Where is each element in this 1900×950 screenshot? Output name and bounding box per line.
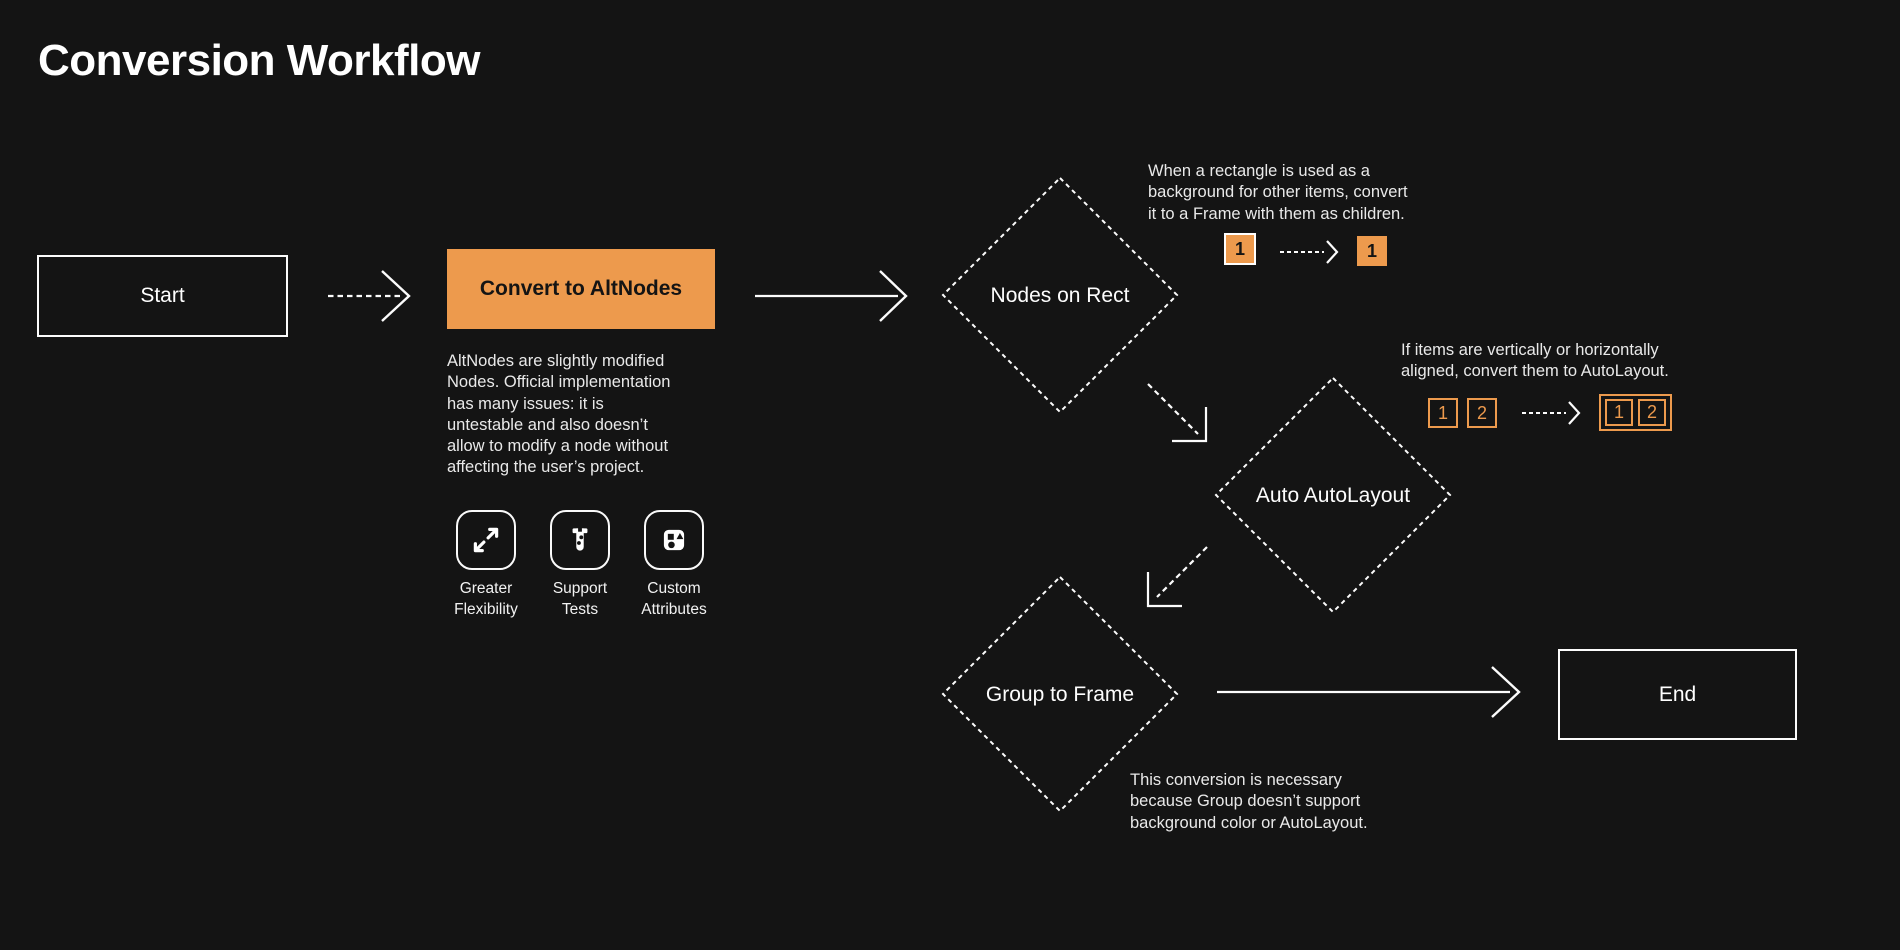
auto-autolayout-label[interactable]: Auto AutoLayout [1255,484,1411,507]
mini-box-label: 1 [1437,402,1448,423]
test-tube-icon [572,527,588,551]
mini-box-label: 1 [1613,402,1624,422]
arrowhead [1491,666,1521,718]
arrow-start-to-convert [328,270,411,322]
feature-label: Support Tests [552,580,608,618]
mini-grouped-item-1: 1 [1605,399,1633,426]
arrow-mini-autolayout-conversion [1522,401,1581,425]
shapes-icon [663,529,685,551]
feature-card [456,510,516,570]
feature-greater-flexibility: Greater Flexibility [454,510,518,620]
arrowhead [1172,407,1208,443]
feature-label: Greater Flexibility [454,580,518,618]
feature-card [644,510,704,570]
arrow-autolayout-to-grouptoframe [1146,546,1208,608]
mini-box-label: 2 [1476,402,1487,423]
mini-item-1: 1 [1428,398,1458,428]
nodes-on-rect-label[interactable]: Nodes on Rect [990,284,1130,307]
arrowhead [879,270,908,322]
feature-support-tests: Support Tests [550,510,610,620]
mini-box-label: 1 [1366,240,1377,261]
feature-label: Custom Attributes [641,580,707,618]
convert-to-altnodes-node[interactable]: Convert to AltNodes [447,249,715,329]
mini-box-label: 2 [1646,402,1657,422]
mini-grouped-item-2: 2 [1638,399,1666,426]
expand-icon [473,527,499,553]
auto-autolayout-annotation: If items are vertically or horizontally … [1401,341,1669,381]
feature-card [550,510,610,570]
mini-rect-after: 1 [1357,236,1387,266]
convert-node-label: Convert to AltNodes [479,277,683,300]
group-to-frame-annotation: This conversion is necessary because Gro… [1130,771,1368,832]
mini-box-label: 1 [1234,238,1245,259]
altnodes-description: AltNodes are slightly modified Nodes. Of… [447,352,671,477]
mini-rect-before: 1 [1224,233,1256,265]
arrowhead [1326,240,1339,264]
end-node-label: End [1658,682,1697,706]
start-node-label: Start [140,284,185,307]
group-to-frame-label[interactable]: Group to Frame [985,683,1135,706]
arrow-nodesonrect-to-autolayout [1147,383,1208,443]
page-title: Conversion Workflow [38,36,480,85]
nodes-on-rect-annotation: When a rectangle is used as a background… [1148,162,1408,223]
mini-item-2: 2 [1467,398,1497,428]
arrowhead [381,270,411,322]
arrow-convert-to-nodesonrect [755,270,908,322]
arrowhead [1568,401,1581,425]
arrow-mini-rect-conversion [1280,240,1339,264]
feature-custom-attributes: Custom Attributes [641,510,707,620]
arrow-grouptoframe-to-end [1217,666,1521,718]
arrowhead [1146,572,1182,608]
mini-autolayout-group: 1 2 [1599,394,1672,431]
start-node[interactable]: Start [37,255,288,337]
end-node[interactable]: End [1558,649,1797,740]
